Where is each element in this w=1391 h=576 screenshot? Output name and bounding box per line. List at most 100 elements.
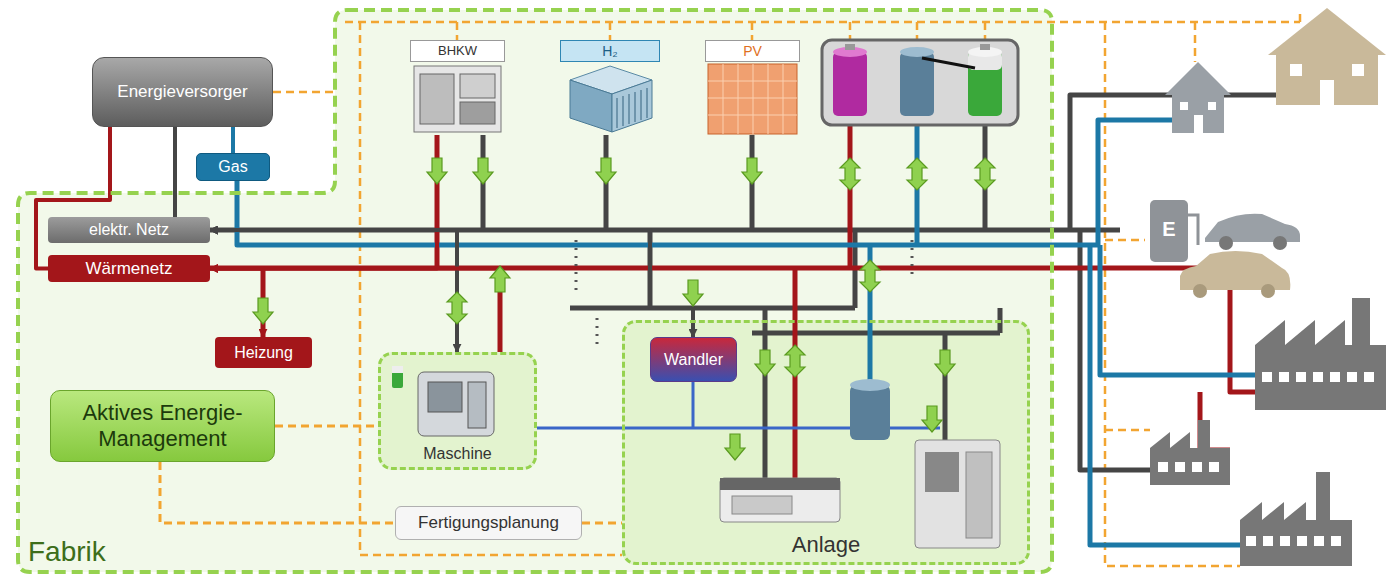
green-arrow (907, 158, 927, 190)
bhkw-picture (460, 74, 495, 98)
node-text: Wandler (664, 351, 723, 369)
charging-and-cars (1219, 236, 1233, 250)
green-arrow (935, 350, 955, 376)
node-text: Energieversorger (117, 82, 247, 102)
h2-picture (570, 66, 652, 132)
neighbour-factories (1280, 536, 1290, 546)
storage-batteries (980, 44, 990, 50)
green-arrow (742, 158, 762, 184)
source-box: H₂ (560, 40, 660, 135)
connector (582, 522, 622, 525)
plant-pictures (915, 440, 1000, 548)
neighbour-factories (1158, 462, 1168, 472)
storage-batteries (900, 52, 934, 116)
machine-picture (428, 382, 462, 412)
houses (1172, 95, 1224, 133)
connector (210, 135, 483, 230)
bhkw-picture (420, 74, 454, 124)
neighbour-factories (1313, 372, 1323, 382)
connector (173, 127, 177, 217)
neighbour-factories (1364, 372, 1374, 382)
green-arrow (596, 158, 616, 184)
plant-pictures (732, 496, 792, 514)
planning-box: Fertigungsplanung (395, 506, 582, 540)
machine-picture (392, 366, 403, 388)
grid-box: Wärmenetz (48, 255, 210, 282)
h2-picture (612, 80, 652, 132)
factory-outline (18, 10, 1052, 572)
node-text: Maschine (423, 445, 491, 463)
green-arrow (725, 434, 745, 460)
neighbour-factories (1150, 298, 1386, 566)
grid-lines (210, 95, 1278, 478)
node-text: H₂ (560, 40, 660, 62)
houses (1194, 115, 1203, 133)
green-arrow (860, 260, 880, 292)
plant-pictures (850, 379, 890, 391)
neighbour-factories (1158, 372, 1374, 546)
houses (1290, 64, 1302, 76)
grid-lines (237, 120, 1255, 545)
houses (1320, 80, 1334, 105)
h2-picture (570, 80, 612, 132)
green-arrow (840, 158, 860, 190)
factory-outline (18, 10, 1052, 572)
neighbour-factories (1347, 372, 1357, 382)
h2-picture (617, 98, 618, 128)
connector (210, 230, 693, 337)
pv-picture (708, 64, 797, 134)
neighbour-factories (1330, 372, 1340, 382)
gas-box: Gas (196, 153, 270, 181)
plant-pictures (720, 379, 1000, 548)
neighbour-factories (1246, 536, 1256, 546)
source-box: PV (705, 40, 800, 135)
storage-batteries (968, 52, 1002, 116)
factory-region: Fabrik BHKW H₂ PV elektr. NetzWärmenetzHeizu… (18, 10, 1052, 572)
grid-lines (576, 240, 912, 345)
charging-and-cars (1188, 215, 1198, 245)
communication-lines (457, 22, 985, 40)
charging-and-cars (1193, 284, 1207, 298)
green-arrow (975, 158, 995, 190)
machine-region: Maschine (378, 352, 537, 470)
storage-batteries (822, 40, 1018, 125)
communication-lines (345, 21, 1300, 24)
charging-and-cars (1150, 200, 1300, 298)
machine-picture (392, 366, 403, 373)
plant-pictures (966, 452, 992, 538)
houses (1268, 8, 1386, 55)
node-text: Anlage (792, 532, 861, 558)
pv-picture (708, 81, 797, 82)
neighbour-factories (1150, 420, 1230, 485)
plant-pictures (720, 478, 840, 522)
node-text: Heizung (234, 344, 293, 362)
machine-picture (468, 382, 486, 428)
node-text: Fabrik (28, 536, 106, 568)
supplier-box: Energieversorger (92, 57, 273, 127)
storage-batteries (833, 52, 867, 116)
houses (1165, 62, 1231, 95)
machine-picture (418, 372, 494, 436)
grid-box: elektr. Netz (48, 217, 210, 243)
neighbour-factories (1262, 372, 1272, 382)
machine-picture (392, 366, 494, 436)
node-text: PV (705, 40, 800, 62)
converter-box: Wandler (650, 337, 737, 382)
neighbour-factories (1209, 462, 1219, 472)
charging-and-cars (1261, 284, 1275, 298)
bhkw-picture (414, 66, 501, 132)
connector (160, 462, 395, 523)
factory-ground (18, 10, 1052, 572)
storage-batteries (822, 40, 1018, 125)
houses (1352, 64, 1364, 76)
green-arrow (490, 266, 510, 292)
charging-and-cars (1150, 200, 1188, 262)
h2-picture (647, 88, 648, 118)
pv-picture (738, 64, 739, 134)
pv-picture (708, 64, 797, 134)
node-text: elektr. Netz (89, 221, 169, 239)
neighbour-factories (1240, 472, 1352, 566)
source-box: BHKW (410, 40, 505, 135)
houses (1165, 8, 1386, 133)
